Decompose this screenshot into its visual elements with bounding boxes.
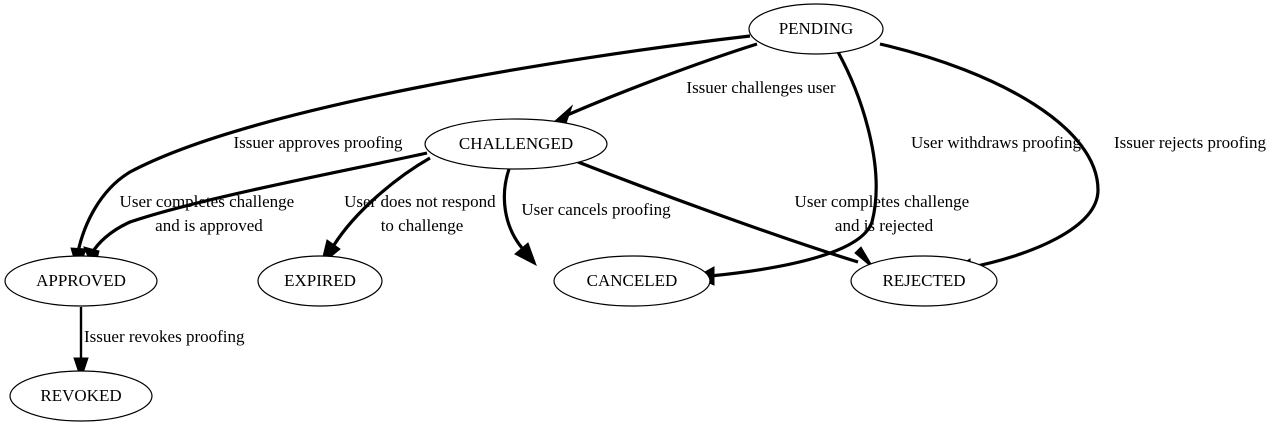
edge-path	[709, 51, 878, 278]
nodes-layer: PENDING CHALLENGED APPROVED EXPIRED CANC…	[4, 3, 998, 422]
node-approved[interactable]: APPROVED	[4, 255, 158, 307]
edge-pending-approved[interactable]: Issuer approves proofing	[70, 34, 751, 274]
node-challenged[interactable]: CHALLENGED	[424, 118, 608, 170]
node-label: PENDING	[779, 19, 854, 38]
node-shape	[9, 370, 153, 422]
node-label: REJECTED	[882, 271, 965, 290]
node-shape	[748, 3, 884, 55]
arrowhead-icon	[73, 357, 89, 381]
edge-challenged-canceled[interactable]: User cancels proofing	[502, 168, 671, 267]
edge-label-line-1: User completes challenge	[120, 192, 295, 211]
node-label: APPROVED	[36, 271, 126, 290]
edge-path	[879, 42, 1100, 270]
edge-pending-rejected[interactable]: Issuer rejects proofing	[879, 42, 1267, 278]
node-shape	[4, 255, 158, 307]
node-label: EXPIRED	[284, 271, 356, 290]
edge-label: User completes challenge and is rejected	[795, 192, 974, 235]
edge-label: Issuer rejects proofing	[1114, 133, 1267, 152]
edge-challenged-approved[interactable]: User completes challenge and is approved	[83, 151, 428, 273]
edge-path	[502, 168, 524, 250]
edge-challenged-expired[interactable]: User does not respond to challenge	[320, 156, 500, 267]
node-shape	[257, 255, 383, 307]
node-label: CHALLENGED	[459, 134, 573, 153]
node-label: CANCELED	[587, 271, 678, 290]
edge-label: Issuer approves proofing	[233, 133, 403, 152]
edge-label: Issuer revokes proofing	[84, 327, 245, 346]
edge-path	[332, 156, 431, 246]
node-shape	[850, 255, 998, 307]
node-expired[interactable]: EXPIRED	[257, 255, 383, 307]
edge-path	[564, 42, 758, 118]
node-shape	[424, 118, 608, 170]
edge-label-line-2: to challenge	[381, 216, 464, 235]
edge-label: Issuer challenges user	[686, 78, 836, 97]
node-label: REVOKED	[40, 386, 121, 405]
edge-approved-revoked[interactable]: Issuer revokes proofing	[73, 307, 245, 381]
node-rejected[interactable]: REJECTED	[850, 255, 998, 307]
node-pending[interactable]: PENDING	[748, 3, 884, 55]
edge-label: User completes challenge and is approved	[120, 192, 299, 235]
edge-label: User cancels proofing	[521, 200, 671, 219]
edge-label-line-1: User does not respond	[344, 192, 496, 211]
node-revoked[interactable]: REVOKED	[9, 370, 153, 422]
edge-label: User does not respond to challenge	[344, 192, 500, 235]
edge-label-line-2: and is approved	[155, 216, 263, 235]
edge-label-line-2: and is rejected	[835, 216, 934, 235]
edge-path	[76, 34, 751, 253]
edges-layer: Issuer challenges user Issuer approves p…	[70, 34, 1267, 381]
edge-pending-challenged[interactable]: Issuer challenges user	[553, 42, 836, 127]
arrowhead-icon	[514, 242, 537, 267]
arrowhead-icon	[854, 246, 875, 270]
edge-challenged-rejected[interactable]: User completes challenge and is rejected	[577, 160, 974, 270]
edge-path	[577, 160, 859, 264]
edge-path	[90, 151, 428, 254]
node-canceled[interactable]: CANCELED	[553, 255, 711, 307]
node-shape	[553, 255, 711, 307]
edge-label-line-1: User completes challenge	[795, 192, 970, 211]
edge-label: User withdraws proofing	[911, 133, 1081, 152]
